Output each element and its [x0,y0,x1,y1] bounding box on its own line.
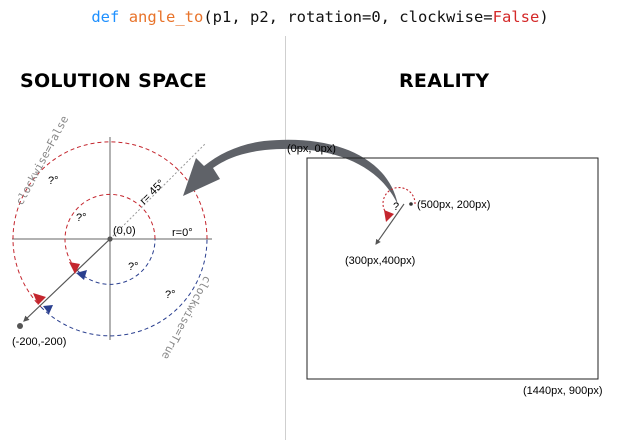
function-params: (p1, p2, rotation=0, clockwise= [203,8,493,26]
bottom-right-label: (1440px, 900px) [523,385,603,397]
outer-blue-arrowhead [43,305,53,314]
inner-circle-red [64,193,156,272]
direction-ray [23,238,111,322]
inner-blue-arrowhead [76,270,87,280]
function-signature: def angle_to(p1, p2, rotation=0, clockwi… [0,8,640,26]
outer-red-arrowhead [33,293,46,305]
endpoint-dot [17,323,23,329]
solution-space-title: SOLUTION SPACE [20,70,208,92]
clockwise-true-label: clockwise=True [159,274,214,362]
panel-divider [285,36,286,440]
unknown-angle-outer-bottom: ?° [165,289,176,301]
unknown-angle-inner-bottom: ?° [128,261,139,273]
r-45-label: r= 45° [138,178,168,208]
reality-vector [375,203,405,245]
point-label: (-200,-200) [12,336,66,348]
inner-circle-blue [77,238,156,285]
default-false-value: False [492,8,540,26]
clockwise-false-label: clockwise=False [13,114,71,208]
function-closing: ) [539,8,549,26]
reality-title: REALITY [399,70,490,92]
screen-rectangle [306,157,599,380]
origin-label: (0,0) [113,225,136,237]
def-keyword: def [91,8,120,26]
reality-red-arrowhead [384,210,394,222]
reality-angle-arc [382,186,416,217]
origin-dot [107,236,113,242]
inner-red-arrowhead [69,262,80,274]
p2-label: (500px, 200px) [417,199,490,211]
unknown-angle-outer: ?° [48,175,59,187]
p1-label: (300px,400px) [345,255,415,267]
r-zero-label: r=0° [172,227,193,239]
function-name: angle_to [128,8,204,26]
unknown-angle-inner: ?° [76,212,87,224]
transform-arrow [183,139,398,205]
reality-unknown-angle: ? [393,201,399,213]
p2-dot [409,202,413,206]
top-left-label: (0px, 0px) [287,143,336,155]
outer-circle-blue [40,238,208,337]
